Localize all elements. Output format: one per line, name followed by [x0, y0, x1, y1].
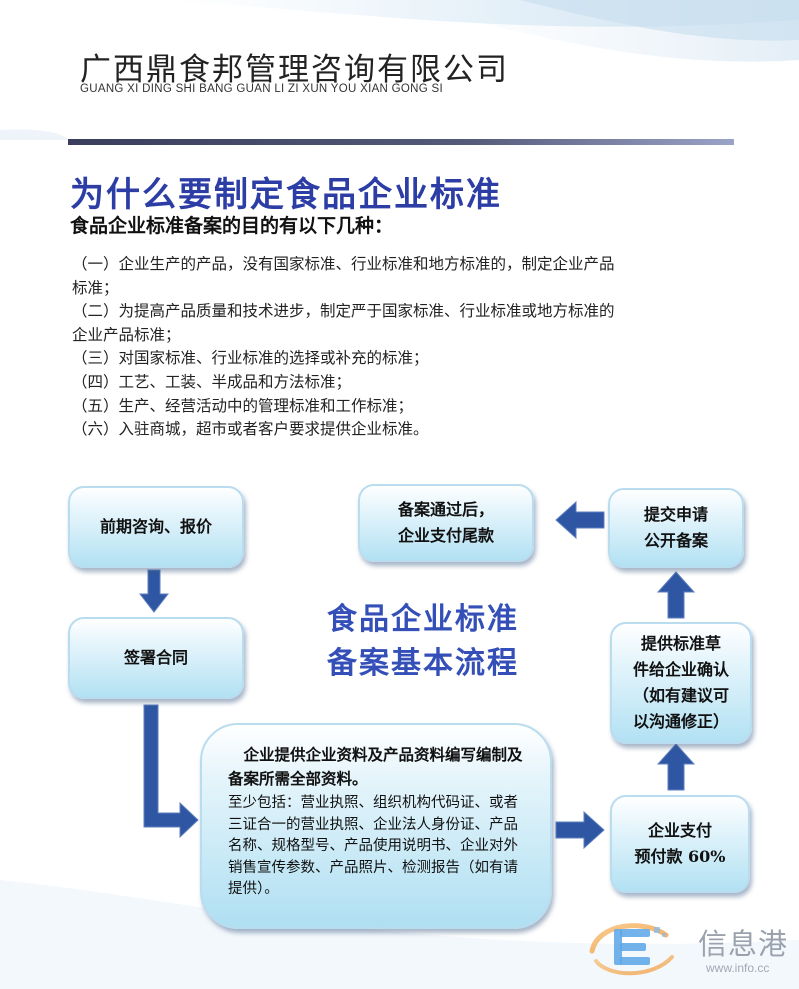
purpose-line: 标准；	[72, 278, 119, 297]
watermark-url: www.info.cc	[706, 961, 770, 975]
purpose-line: 企业产品标准；	[72, 325, 181, 344]
step-submit-box: 提交申请 公开备案	[608, 488, 744, 568]
arrow-right-icon	[555, 810, 605, 850]
step-draft-label: 提供标准草 件给企业确认 （如有建议可 以沟通修正）	[632, 634, 729, 731]
purpose-line: （三）对国家标准、行业标准的选择或补充的标准；	[72, 349, 429, 368]
step-draft-box: 提供标准草 件给企业确认 （如有建议可 以沟通修正）	[610, 622, 752, 744]
purpose-line: （五）生产、经营活动中的管理标准和工作标准；	[72, 396, 414, 415]
step-contract-label: 签署合同	[123, 648, 188, 667]
arrow-up-icon	[656, 571, 696, 619]
step-contract-box: 签署合同	[68, 617, 244, 699]
purpose-line: （四）工艺、工装、半成品和方法标准；	[72, 372, 352, 391]
arrow-left-icon	[555, 500, 605, 540]
step-final-payment-box: 备案通过后， 企业支付尾款	[358, 484, 534, 562]
purpose-line: （一）企业生产的产品，没有国家标准、行业标准和地方标准的，制定企业产品	[72, 255, 615, 273]
step-final-payment-label: 备案通过后， 企业支付尾款	[397, 500, 494, 545]
company-name-chinese: 广西鼎食邦管理咨询有限公司	[80, 52, 509, 88]
arrow-elbow-icon	[143, 704, 199, 839]
arrow-up-icon	[656, 743, 696, 791]
step-submit-label: 提交申请 公开备案	[643, 505, 708, 550]
purpose-list: （一）企业生产的产品，没有国家标准、行业标准和地方标准的，制定企业产品 标准； …	[72, 253, 752, 442]
main-heading: 为什么要制定食品企业标准	[70, 175, 502, 215]
step-prepay-box: 企业支付 预付款 60%	[610, 795, 750, 893]
arrow-down-icon	[138, 569, 170, 613]
watermark-logo-icon	[589, 923, 674, 976]
step-consult-label: 前期咨询、报价	[99, 517, 212, 536]
flow-title: 食品企业标准 备案基本流程	[327, 602, 519, 681]
header-divider	[68, 139, 734, 145]
step-prepay-label: 企业支付 预付款 60%	[634, 821, 726, 866]
company-name-pinyin: GUANG XI DING SHI BANG GUAN LI ZI XUN YO…	[80, 83, 443, 95]
step-consult-box: 前期咨询、报价	[68, 486, 244, 568]
step-materials-detail: 至少包括：营业执照、组织机构代码证、或者三证合一的营业执照、企业法人身份证、产品…	[228, 795, 518, 897]
step-materials-title: 企业提供企业资料及产品资料编写编制及备案所需全部资料。	[228, 745, 523, 788]
purposes-subheading: 食品企业标准备案的目的有以下几种：	[70, 215, 394, 237]
purpose-line: （六）入驻商城，超市或者客户要求提供企业标准。	[72, 420, 429, 439]
purpose-line: （二）为提高产品质量和技术进步，制定严于国家标准、行业标准或地方标准的	[72, 302, 615, 321]
step-materials-box: 企业提供企业资料及产品资料编写编制及备案所需全部资料。 至少包括：营业执照、组织…	[200, 723, 552, 929]
watermark-name: 信息港	[698, 927, 789, 961]
